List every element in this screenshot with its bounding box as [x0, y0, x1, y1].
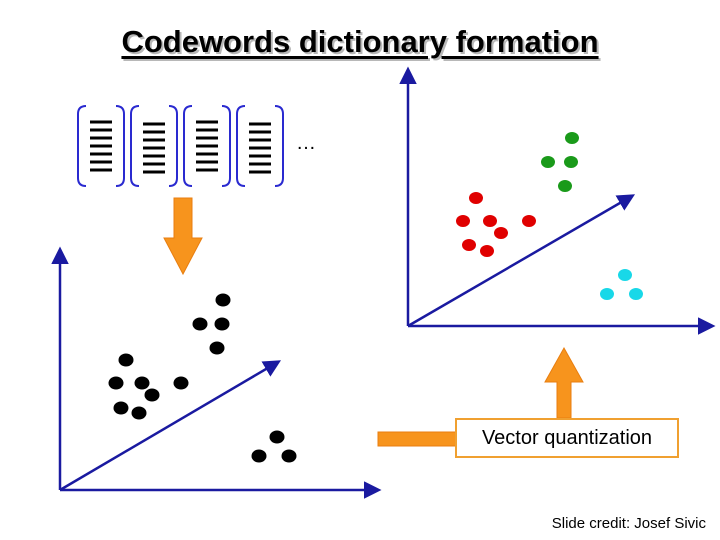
point	[456, 215, 470, 227]
point	[173, 376, 189, 390]
point	[483, 215, 497, 227]
point	[281, 449, 297, 463]
descriptor-stacks	[77, 105, 284, 187]
slide-title: Codewords dictionary formation	[121, 24, 599, 59]
point	[144, 388, 160, 402]
descriptor-bracket-icon	[77, 105, 125, 187]
point	[113, 401, 129, 415]
descriptor-bracket-icon	[236, 105, 284, 187]
cluster-cyan	[600, 269, 643, 300]
elbow-arrow-icon	[377, 346, 584, 447]
point	[108, 376, 124, 390]
ellipsis: …	[296, 132, 317, 154]
point	[558, 180, 572, 192]
point	[541, 156, 555, 168]
descriptor-bracket-icon	[183, 105, 231, 187]
diagonal-axis	[407, 194, 636, 328]
point	[209, 341, 225, 355]
point	[462, 239, 476, 251]
point	[192, 317, 208, 331]
point	[469, 192, 483, 204]
point	[118, 353, 134, 367]
feature-space-right	[399, 66, 716, 335]
point	[251, 449, 267, 463]
point	[565, 132, 579, 144]
point	[480, 245, 494, 257]
cluster-red	[456, 192, 536, 257]
point	[134, 376, 150, 390]
descriptor-points	[108, 293, 297, 463]
diagonal-axis	[59, 360, 282, 492]
point	[131, 406, 147, 420]
point	[215, 293, 231, 307]
point	[522, 215, 536, 227]
down-arrow-icon	[163, 197, 203, 276]
point	[618, 269, 632, 281]
point	[494, 227, 508, 239]
feature-space-left	[51, 246, 382, 499]
point	[214, 317, 230, 331]
point	[600, 288, 614, 300]
point	[269, 430, 285, 444]
cluster-green	[541, 132, 579, 192]
slide-credit: Slide credit: Josef Sivic	[551, 515, 706, 532]
vector-quantization-label: Vector quantization	[455, 418, 679, 458]
point	[564, 156, 578, 168]
descriptor-bracket-icon	[130, 105, 178, 187]
point	[629, 288, 643, 300]
